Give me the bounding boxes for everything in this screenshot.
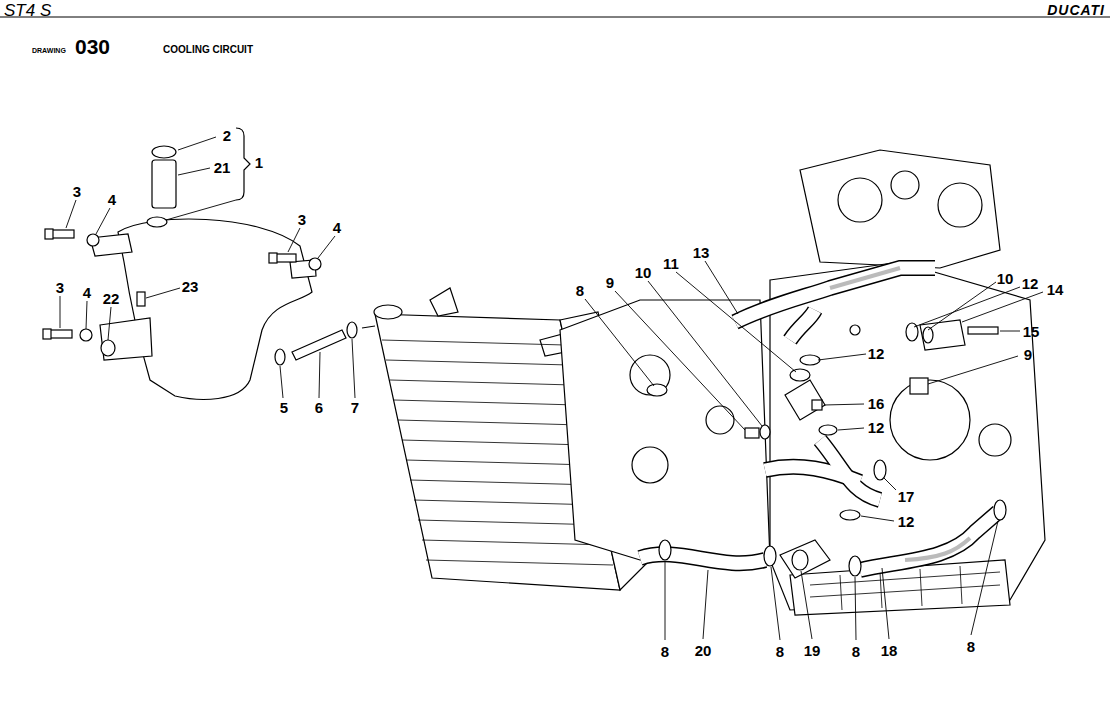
callout-number: 8 xyxy=(776,644,784,659)
callout-number: 3 xyxy=(56,280,64,295)
callout-number: 8 xyxy=(661,644,669,659)
callout-number: 9 xyxy=(1024,347,1032,362)
callout-number: 13 xyxy=(693,245,710,260)
callout-number: 22 xyxy=(103,291,120,306)
callout-number: 14 xyxy=(1047,282,1064,297)
callout-number: 7 xyxy=(351,400,359,415)
callout-number: 20 xyxy=(695,643,712,658)
callout-number: 17 xyxy=(898,489,915,504)
callout-number: 2 xyxy=(223,128,231,143)
drawing-title: COOLING CIRCUIT xyxy=(163,45,253,55)
callout-number: 10 xyxy=(635,265,652,280)
callout-number: 8 xyxy=(852,644,860,659)
callout-number: 12 xyxy=(898,514,915,529)
callout-number: 9 xyxy=(606,275,614,290)
callout-number: 10 xyxy=(997,271,1014,286)
callout-number: 3 xyxy=(73,184,81,199)
callout-number: 5 xyxy=(280,400,288,415)
page-header: ST4 S xyxy=(4,2,51,19)
callout-number: 12 xyxy=(868,420,885,435)
callout-number: 19 xyxy=(804,643,821,658)
callout-number: 11 xyxy=(663,256,679,271)
callout-number: 18 xyxy=(881,643,898,658)
callout-number: 12 xyxy=(868,346,885,361)
callout-number: 4 xyxy=(83,285,91,300)
callout-number: 3 xyxy=(298,212,306,227)
callout-number: 23 xyxy=(182,279,199,294)
callout-number: 21 xyxy=(214,160,231,175)
callout-number: 8 xyxy=(967,639,975,654)
callout-number: 16 xyxy=(868,396,885,411)
drawing-label: DRAWING xyxy=(32,47,66,54)
callout-number: 4 xyxy=(333,220,341,235)
drawing-number: 030 xyxy=(75,36,110,57)
brand-name: DUCATI xyxy=(1047,3,1105,17)
callout-number: 4 xyxy=(108,192,116,207)
callout-number: 15 xyxy=(1023,324,1040,339)
callout-number: 8 xyxy=(576,283,584,298)
callout-number: 1 xyxy=(255,155,263,170)
callout-number: 6 xyxy=(315,400,323,415)
callout-number: 12 xyxy=(1022,276,1039,291)
